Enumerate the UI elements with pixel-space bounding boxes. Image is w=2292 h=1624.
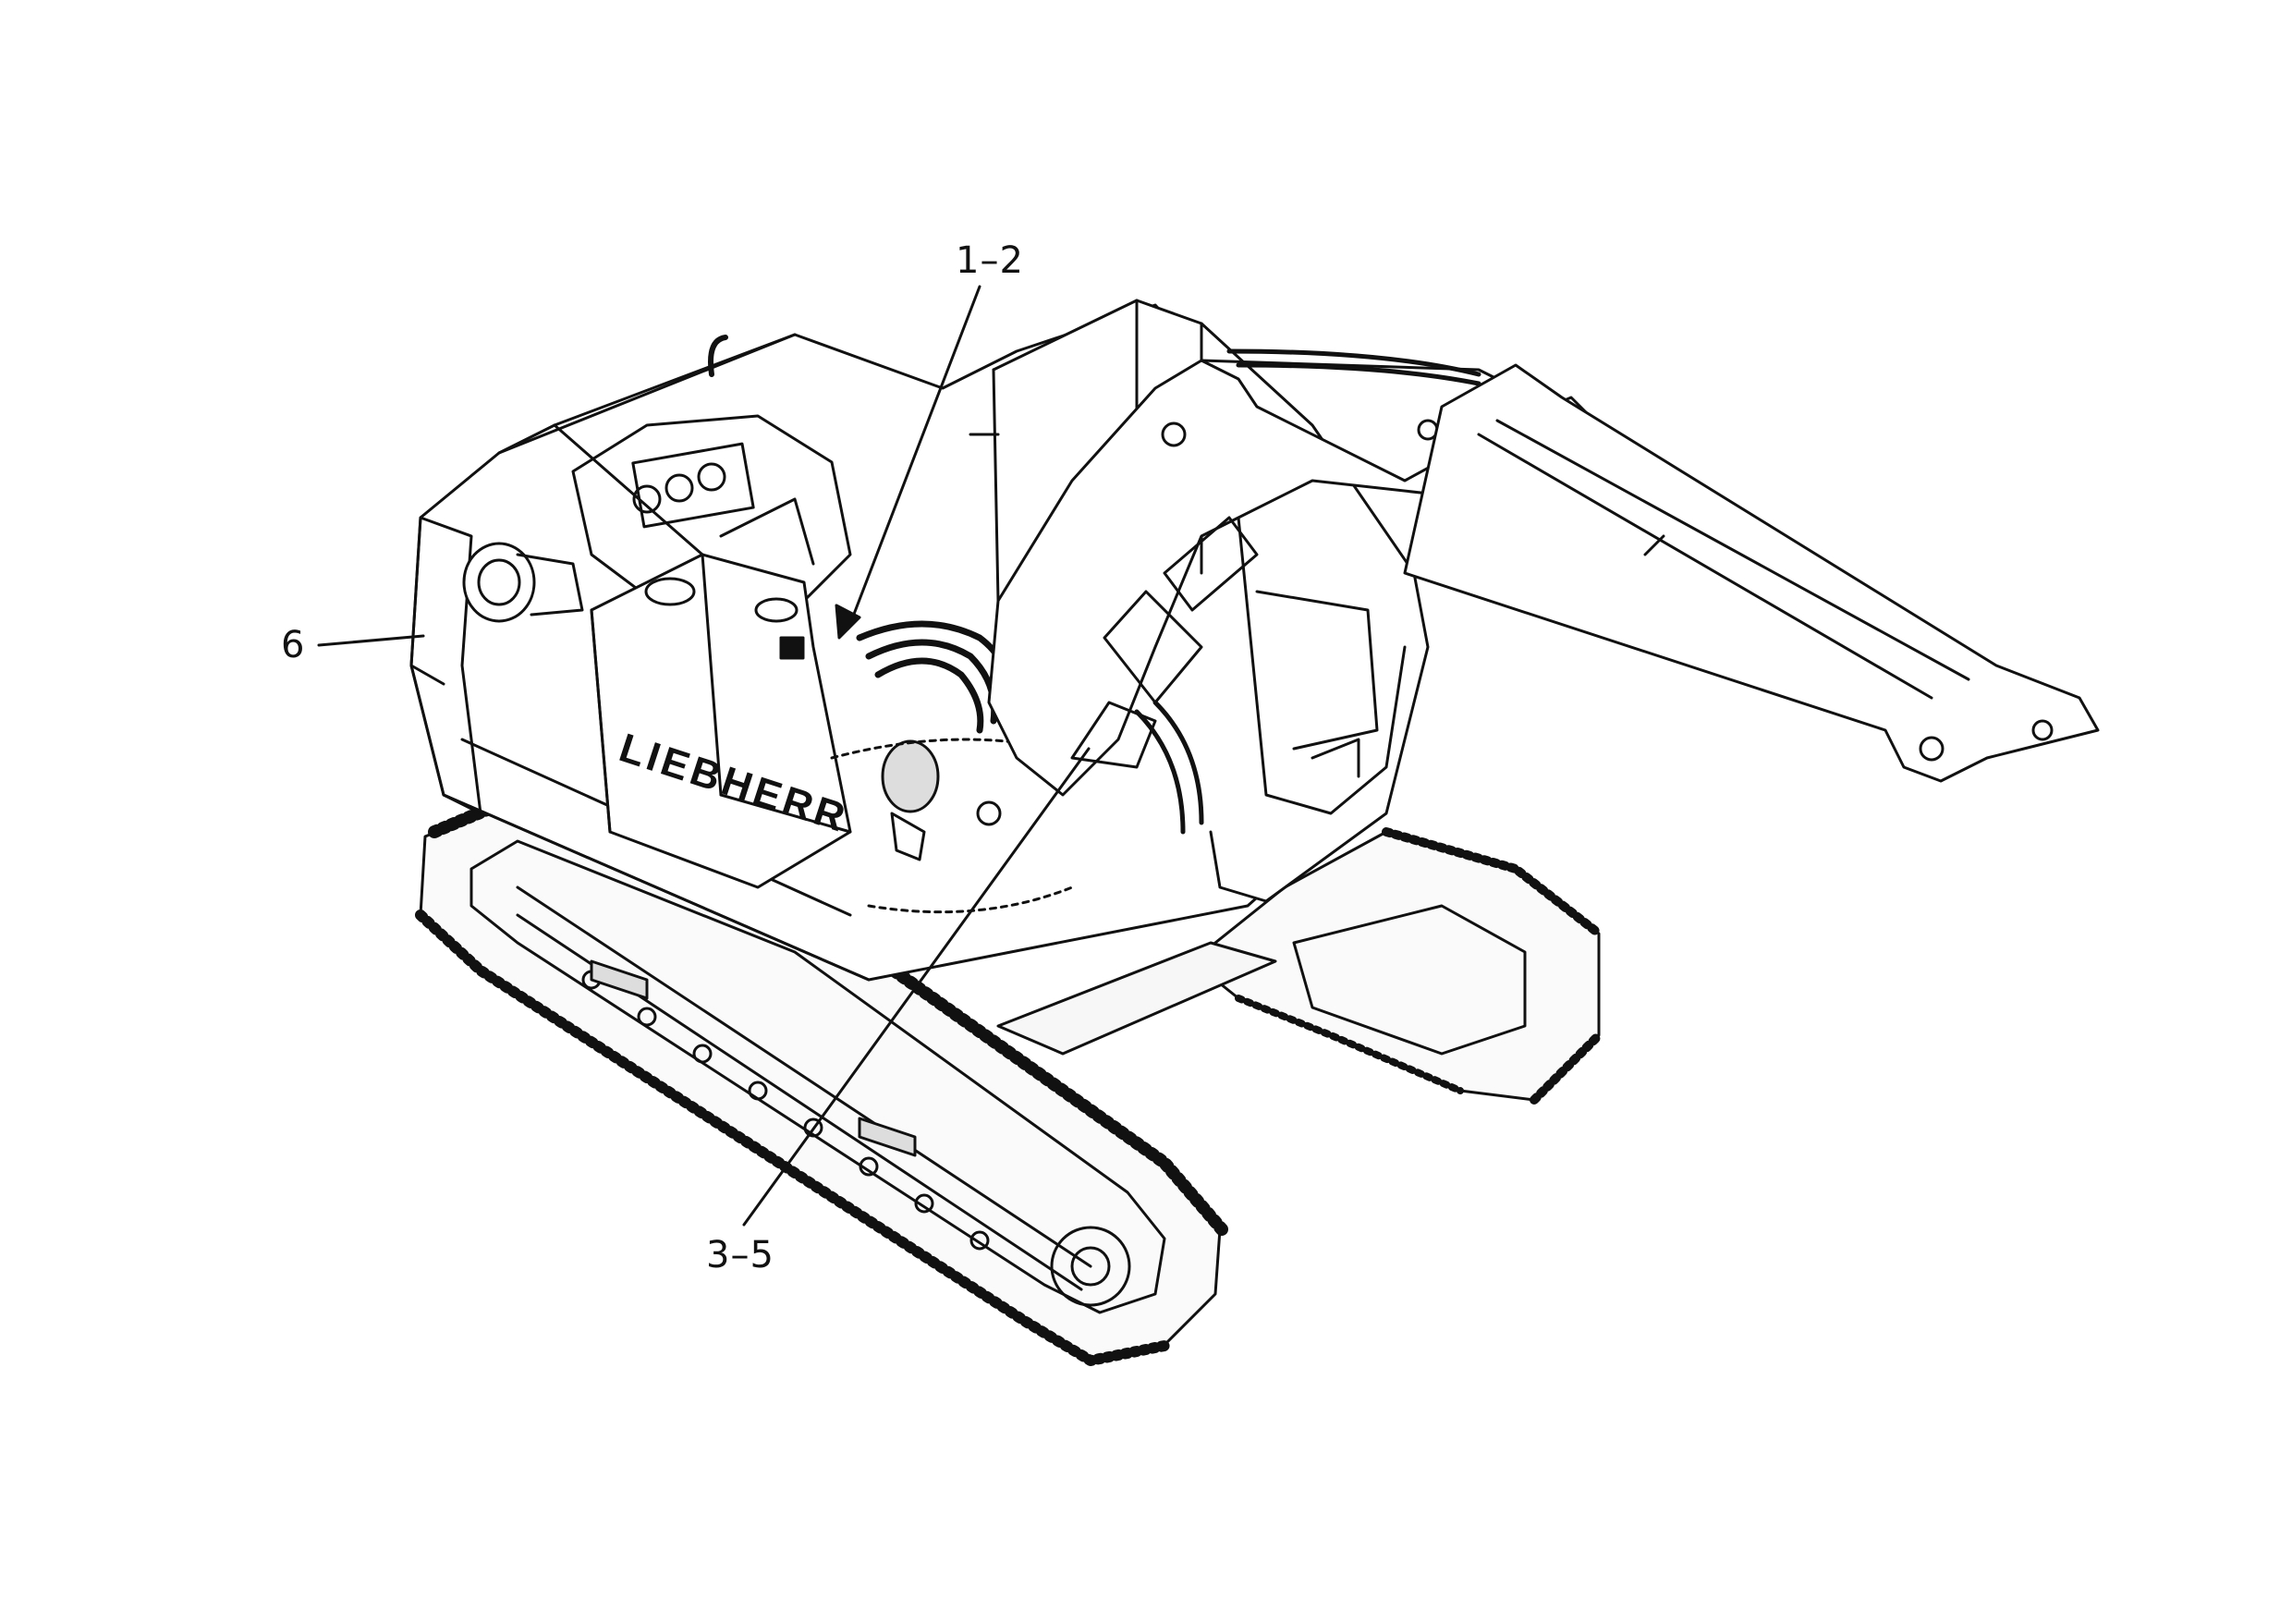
excavator-boom: [987, 348, 2100, 835]
undercarriage: [996, 941, 1277, 1056]
leader-lines: [317, 285, 1091, 1227]
callout-3-5: 3–5: [706, 1234, 774, 1276]
leader-arrow-1-2: [835, 604, 861, 640]
leader-6: [317, 634, 425, 647]
callout-6: 6: [281, 624, 306, 666]
right-track: [1190, 827, 1603, 1105]
leader-1-2: [847, 285, 981, 630]
callout-1-2: 1–2: [956, 239, 1024, 282]
leader-3-5: [742, 747, 1091, 1227]
